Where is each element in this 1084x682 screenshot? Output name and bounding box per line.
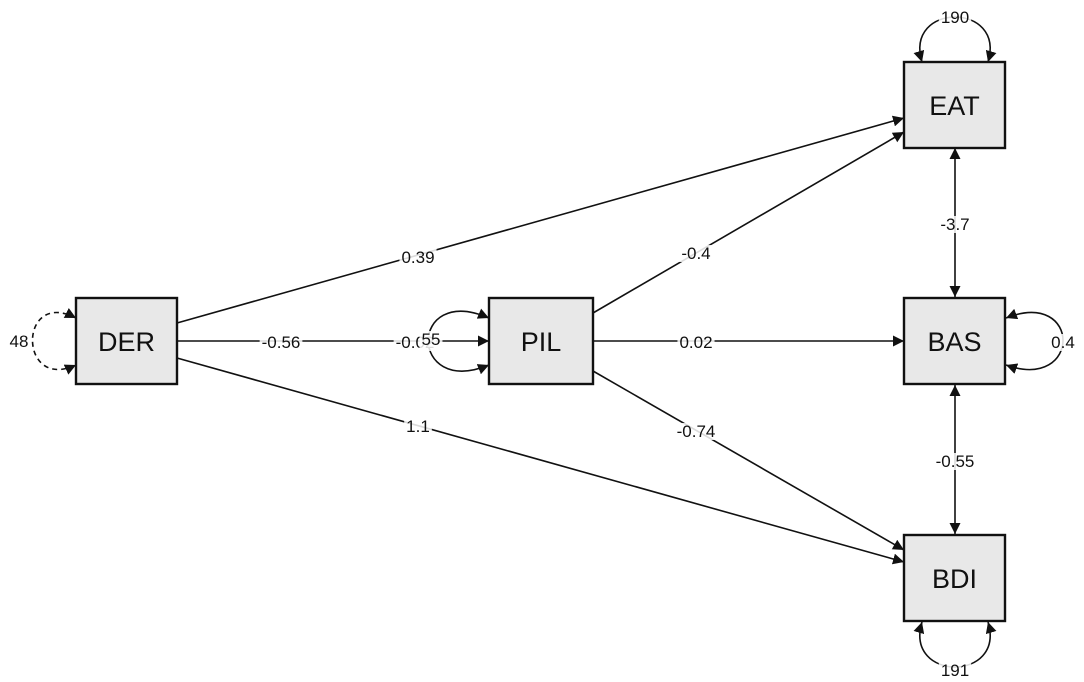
label-background bbox=[7, 333, 31, 350]
label-eat-bas: -3.7 bbox=[940, 215, 969, 234]
node-eat: EAT bbox=[902, 60, 1007, 150]
variance-label-der: 48 bbox=[10, 332, 29, 351]
label-background bbox=[404, 418, 432, 435]
node-der: DER bbox=[74, 296, 179, 386]
label-background bbox=[679, 245, 713, 262]
label-pil-eat: -0.4 bbox=[681, 244, 710, 263]
variance-label-pil-b: 55 bbox=[422, 330, 441, 349]
label-der-bdi: 1.1 bbox=[406, 417, 430, 436]
label-background bbox=[1049, 334, 1077, 351]
edge-der-bdi bbox=[176, 357, 905, 565]
variance-label-bas: 0.4 bbox=[1051, 333, 1075, 352]
label-background bbox=[399, 249, 437, 266]
node-label-bas: BAS bbox=[927, 327, 981, 357]
label-background bbox=[938, 662, 972, 679]
node-label-eat: EAT bbox=[929, 91, 980, 121]
label-background bbox=[938, 216, 972, 233]
edge-pil-bdi bbox=[592, 370, 905, 551]
node-pil: PIL bbox=[487, 296, 595, 386]
label-background bbox=[677, 334, 715, 351]
node-label-der: DER bbox=[98, 327, 155, 357]
label-der-eat: 0.39 bbox=[401, 248, 434, 267]
variance-loop-der bbox=[31, 308, 77, 375]
label-bas-bdi: -0.55 bbox=[936, 452, 975, 471]
label-der-pil: -0.56 bbox=[262, 333, 301, 352]
variance-label-bdi: 191 bbox=[941, 661, 969, 680]
edge-pil-eat bbox=[592, 131, 905, 314]
label-background bbox=[938, 9, 972, 26]
label-pil-bas: 0.02 bbox=[679, 333, 712, 352]
label-background bbox=[933, 453, 977, 470]
label-background bbox=[674, 423, 718, 440]
node-bas: BAS bbox=[902, 296, 1007, 386]
label-pil-bdi: -0.74 bbox=[677, 422, 716, 441]
node-label-bdi: BDI bbox=[932, 564, 977, 594]
variance-label-eat: 190 bbox=[941, 8, 969, 27]
edge-der-eat bbox=[176, 115, 905, 324]
label-background bbox=[419, 331, 443, 348]
label-background bbox=[259, 334, 303, 351]
node-bdi: BDI bbox=[902, 533, 1007, 623]
node-label-pil: PIL bbox=[521, 327, 562, 357]
